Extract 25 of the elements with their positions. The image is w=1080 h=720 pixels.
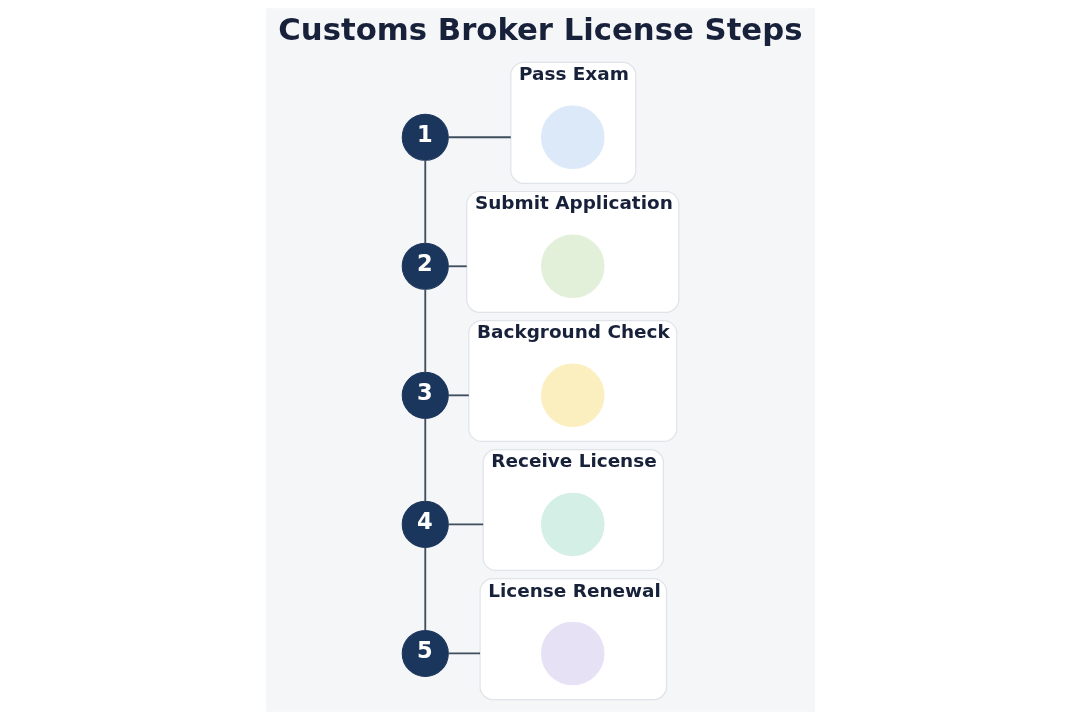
node-circle: 2: [401, 242, 449, 290]
connector: [446, 523, 484, 526]
node-circle: [540, 492, 604, 557]
node-circle: 5: [401, 629, 449, 677]
node-circle: [540, 363, 604, 428]
node-circle: [540, 621, 604, 686]
cluster: Submit Application: [465, 190, 679, 313]
connector: [446, 394, 470, 397]
node-circle: 4: [401, 500, 449, 548]
node-circle: 1: [401, 113, 449, 161]
connector: [423, 417, 426, 503]
connector: [446, 265, 468, 268]
connector: [423, 159, 426, 244]
cluster: Receive License: [482, 449, 664, 572]
diagram-title: Customs Broker License Steps: [277, 10, 802, 47]
cluster: Pass Exam: [509, 61, 636, 184]
node-circle: 3: [401, 371, 449, 419]
connector: [423, 546, 426, 632]
node-circle: [540, 234, 604, 299]
node-circle: [540, 105, 604, 169]
connector: [446, 652, 481, 655]
connector: [423, 288, 426, 374]
cluster: Background Check: [467, 319, 677, 443]
cluster: License Renewal: [478, 578, 667, 701]
connector: [446, 136, 512, 139]
